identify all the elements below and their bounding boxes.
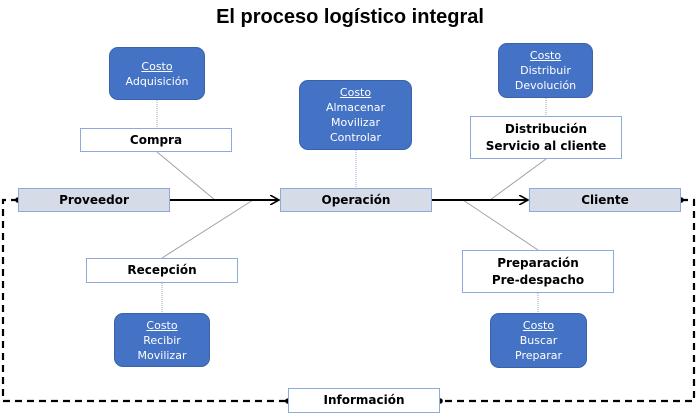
stage-compra: Compra [80,128,232,152]
flow-node-label: Cliente [581,192,629,207]
cost-box-distribucion: Costo Distribuir Devolución [498,43,593,98]
cost-heading: Costo [522,319,555,332]
stage-label: Servicio al cliente [485,138,607,153]
information-loop-left [1,198,288,403]
cost-box-recepcion: Costo Recibir Movilizar [114,313,210,367]
cost-item: Buscar [519,334,558,347]
flow-node-cliente: Cliente [529,188,681,212]
stage-informacion: Información [288,388,440,413]
cost-heading: Costo [529,49,562,62]
diagonal-connector [489,158,547,201]
stage-label: Recepción [127,263,197,277]
stage-label: Información [323,393,405,407]
cost-heading: Costo [339,86,372,99]
stage-recepcion: Recepción [86,258,238,283]
cost-box-adquisicion: Costo Adquisición [109,47,205,100]
cost-heading: Costo [141,59,173,73]
cost-item: Adquisición [125,74,189,88]
cost-box-operacion: Costo Almacenar Movilizar Controlar [299,80,412,150]
cost-item: Recibir [143,333,181,347]
flow-node-label: Proveedor [59,192,129,207]
information-loop-right [440,198,696,403]
cost-item: Preparar [515,349,562,362]
stage-label: Compra [129,132,183,147]
stage-label: Distribución [504,121,588,136]
diagonal-connector [161,199,254,259]
cost-item: Distribuir [520,64,571,77]
stage-preparacion: Preparación Pre-despacho [462,250,614,293]
diagonal-connector [156,151,216,201]
cost-heading: Costo [146,318,178,332]
flow-node-operacion: Operación [280,188,432,212]
flow-node-proveedor: Proveedor [18,188,170,212]
cost-item: Devolución [514,79,577,92]
cost-item: Movilizar [331,116,380,129]
flow-node-label: Operación [321,192,391,207]
stage-distribucion: Distribución Servicio al cliente [470,116,622,159]
cost-item: Almacenar [325,101,386,114]
cost-item: Movilizar [137,348,187,362]
diagram-title: El proceso logístico integral [216,6,484,28]
diagonal-connector [462,199,539,251]
cost-box-preparacion: Costo Buscar Preparar [490,313,587,368]
cost-item: Controlar [329,131,382,144]
stage-label: Preparación [497,255,579,270]
stage-label: Pre-despacho [491,272,585,287]
